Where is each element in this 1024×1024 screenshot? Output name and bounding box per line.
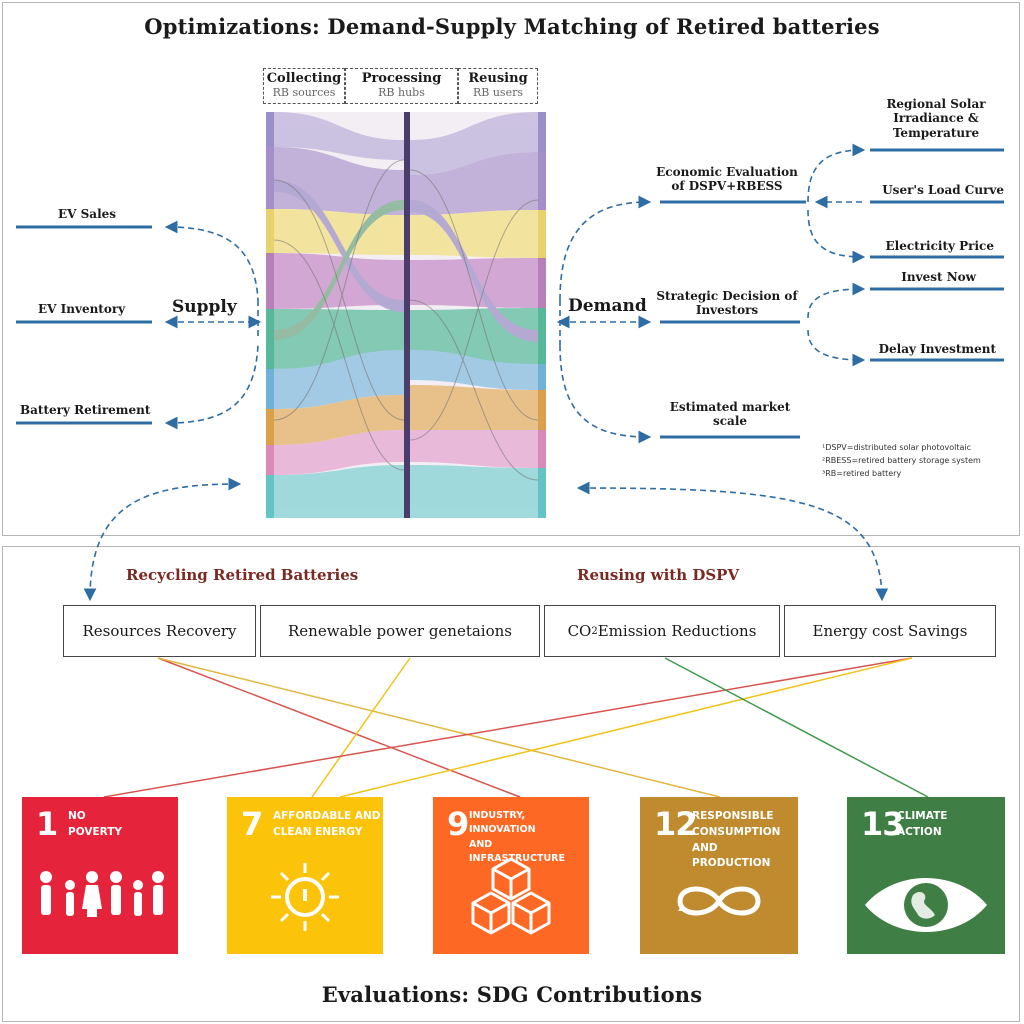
evaluation-panel [2, 546, 1020, 1022]
economic-evaluation-label: Economic Evaluation of DSPV+RBESS [656, 165, 798, 194]
sankey-diagram [266, 112, 546, 518]
sdg-12-tile: 12 RESPONSIBLE CONSUMPTION AND PRODUCTIO… [640, 797, 798, 954]
ev-inventory-label: EV Inventory [38, 302, 126, 316]
sdg-9-tile: 9 INDUSTRY, INNOVATION AND INFRASTRUCTUR… [433, 797, 589, 954]
recycling-heading: Recycling Retired Batteries [126, 566, 359, 584]
sun-power-icon [271, 863, 339, 931]
strategic-decision-label: Strategic Decision of Investors [656, 289, 798, 318]
evaluation-title: Evaluations: SDG Contributions [321, 982, 703, 1007]
sdg-1-tile: 1 NO POVERTY [22, 797, 178, 954]
resources-recovery-box: Resources Recovery [63, 605, 256, 657]
ev-sales-label: EV Sales [58, 207, 117, 221]
sdg-13-tile: 13 CLIMATE ACTION [847, 797, 1005, 954]
renewable-power-box: Renewable power genetaions [260, 605, 540, 657]
delay-investment-label: Delay Investment [878, 342, 996, 356]
market-scale-label: Estimated market scale [669, 400, 791, 429]
demand-label: Demand [568, 296, 647, 316]
cubes-icon [471, 857, 551, 935]
reusing-heading: Reusing with DSPV [577, 566, 740, 584]
invest-now-label: Invest Now [901, 270, 976, 284]
family-icon [40, 871, 164, 917]
supply-label: Supply [172, 297, 237, 317]
load-curve-label: User's Load Curve [882, 183, 1004, 197]
energy-savings-box: Energy cost Savings [784, 605, 996, 657]
note-rb: ³RB=retired battery [822, 469, 902, 478]
battery-retirement-label: Battery Retirement [20, 403, 151, 417]
solar-irradiance-label: Regional Solar Irradiance & Temperature [886, 97, 986, 140]
infinity-icon [677, 886, 761, 916]
note-dspv: ¹DSPV=distributed solar photovoltaic [822, 443, 971, 452]
eye-globe-icon [865, 878, 987, 932]
optimization-panel [2, 2, 1020, 536]
optimization-title: Optimizations: Demand-Supply Matching of… [144, 14, 880, 39]
electricity-price-label: Electricity Price [885, 239, 994, 253]
sdg-7-tile: 7 AFFORDABLE AND CLEAN ENERGY [227, 797, 383, 954]
note-rbess: ²RBESS=retired battery storage system [822, 456, 981, 465]
